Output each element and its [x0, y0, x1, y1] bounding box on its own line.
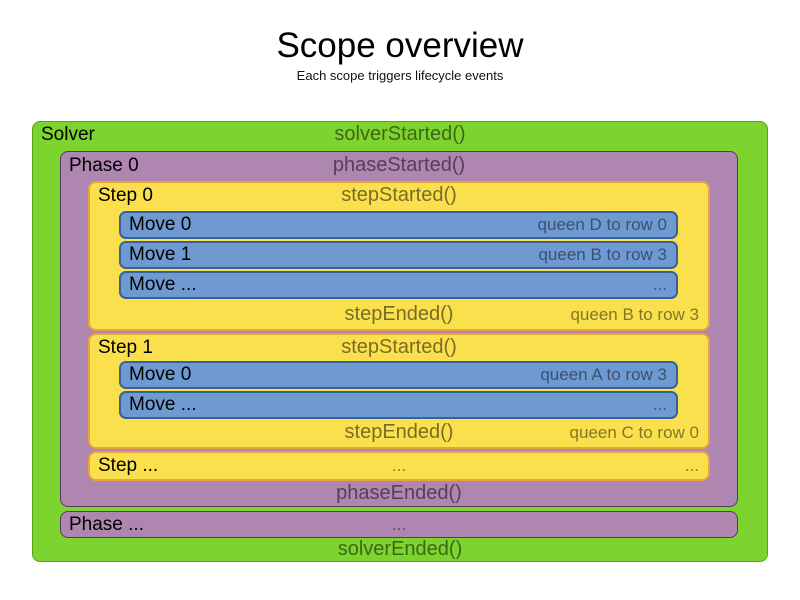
step-1-header-row: Step 1 stepStarted() — [90, 335, 708, 362]
solver-header-row: Solver solverStarted() — [33, 122, 767, 149]
step-1-move-0-box: Move 0 queen A to row 3 — [119, 361, 678, 389]
move-label: Move ... — [129, 394, 197, 415]
move-detail: ... — [652, 275, 667, 294]
more-steps-row: Step ... ... ... — [90, 453, 708, 479]
solver-footer-row: solverEnded() — [33, 537, 767, 561]
page-title: Scope overview — [276, 26, 524, 65]
step-0-started-event: stepStarted() — [341, 184, 457, 206]
phase-started-event: phaseStarted() — [332, 154, 466, 176]
step-1-ended-detail: queen C to row 0 — [569, 423, 699, 442]
step-1-label: Step 1 — [98, 337, 153, 358]
move-detail: ... — [652, 395, 667, 414]
step-0-scope-box: Step 0 stepStarted() Move 0 queen D to r… — [88, 181, 710, 331]
step-0-move-0-box: Move 0 queen D to row 0 — [119, 211, 678, 239]
step-1-started-event: stepStarted() — [341, 336, 457, 358]
step-0-ended-detail: queen B to row 3 — [570, 305, 699, 324]
step-1-move-more-box: Move ... ... — [119, 391, 678, 419]
phase-0-scope-box: Phase 0 phaseStarted() Step 0 stepStarte… — [60, 151, 738, 507]
solver-ended-event: solverEnded() — [337, 538, 463, 560]
move-detail: queen A to row 3 — [540, 365, 667, 384]
move-label: Move 0 — [129, 364, 192, 385]
more-phases-center-ellipsis: ... — [391, 515, 407, 534]
more-steps-center-ellipsis: ... — [391, 456, 407, 475]
step-1-ended-event: stepEnded() — [344, 421, 454, 443]
page-subtitle: Each scope triggers lifecycle events — [296, 68, 504, 83]
more-steps-label: Step ... — [98, 455, 159, 476]
more-phases-box: Phase ... ... — [60, 511, 738, 538]
step-1-ended-row: stepEnded() queen C to row 0 — [90, 418, 708, 447]
more-steps-right-ellipsis: ... — [684, 456, 699, 475]
move-detail: queen B to row 3 — [538, 245, 667, 264]
more-phases-label: Phase ... — [69, 514, 144, 535]
step-0-move-more-box: Move ... ... — [119, 271, 678, 299]
phase-0-footer-row: phaseEnded() — [61, 480, 737, 506]
phase-ended-event: phaseEnded() — [336, 482, 462, 504]
move-label: Move ... — [129, 274, 197, 295]
move-label: Move 0 — [129, 214, 192, 235]
solver-label: Solver — [41, 124, 95, 145]
move-label: Move 1 — [129, 244, 192, 265]
step-0-header-row: Step 0 stepStarted() — [90, 183, 708, 210]
step-0-ended-row: stepEnded() queen B to row 3 — [90, 300, 708, 329]
step-0-ended-event: stepEnded() — [344, 303, 454, 325]
phase-0-header-row: Phase 0 phaseStarted() — [61, 152, 737, 181]
step-0-label: Step 0 — [98, 185, 153, 206]
step-1-scope-box: Step 1 stepStarted() Move 0 queen A to r… — [88, 333, 710, 449]
phase-0-label: Phase 0 — [69, 155, 139, 176]
more-steps-box: Step ... ... ... — [88, 451, 710, 481]
move-detail: queen D to row 0 — [537, 215, 667, 234]
step-0-move-1-box: Move 1 queen B to row 3 — [119, 241, 678, 269]
solver-scope-box: Solver solverStarted() Phase 0 phaseStar… — [32, 121, 768, 562]
solver-started-event: solverStarted() — [334, 123, 466, 145]
more-phases-row: Phase ... ... — [61, 512, 737, 537]
